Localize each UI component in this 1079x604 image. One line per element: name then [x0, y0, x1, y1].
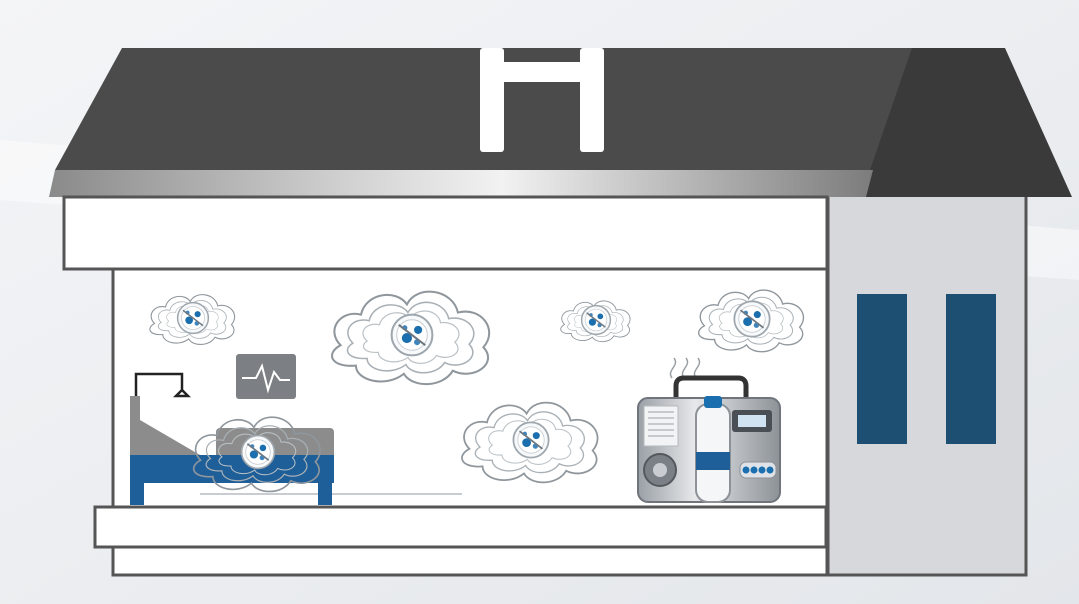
- annex-window-left: [857, 294, 907, 444]
- annex-building: [826, 48, 1072, 577]
- iv-stand-icon: [134, 372, 192, 398]
- annex-window-right: [946, 294, 996, 444]
- floor-ledge: [93, 505, 828, 549]
- main-roof: [49, 48, 912, 197]
- annex-roof: [860, 48, 1072, 197]
- upper-wall: [62, 195, 829, 271]
- roof-eave: [49, 170, 873, 197]
- air-disinfection-machine-icon: [637, 357, 781, 503]
- hospital-h-icon: [480, 48, 604, 152]
- lower-wall: [111, 545, 829, 577]
- main-building: [62, 195, 829, 577]
- heartbeat-monitor-icon: [236, 354, 296, 399]
